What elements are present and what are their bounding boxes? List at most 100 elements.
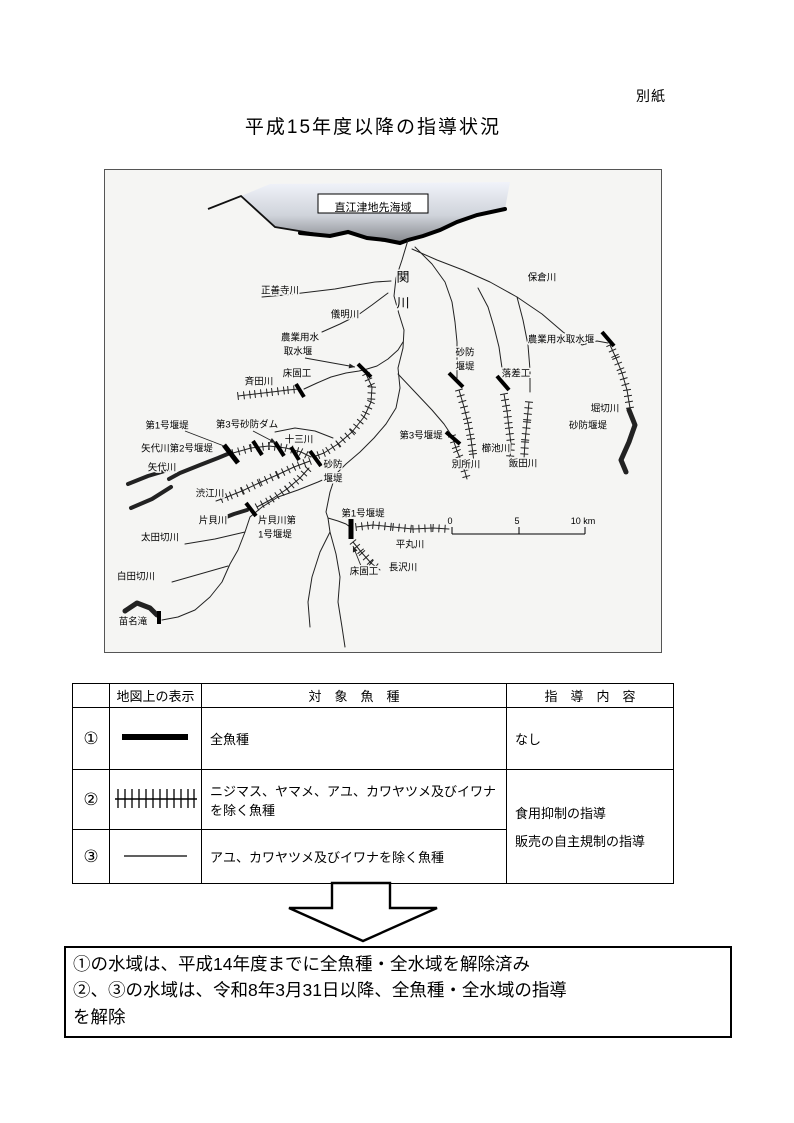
river-thick [122,600,160,618]
hatch-tick [274,471,280,479]
hatch-tick [453,448,461,454]
map-label-saboR: 砂防堰堤 [569,420,608,432]
hatch-tick [456,394,465,398]
thick-line-symbol [109,707,202,770]
river-thick [219,508,249,521]
map-label-shibue: 渋江川 [196,488,225,500]
attachment-tag: 別紙 [636,88,666,104]
hatch-tick [259,500,265,508]
hatch-tick [248,390,251,399]
hatch-tick [237,391,239,401]
hatch-tick [619,377,628,381]
hatch-tick [523,419,532,421]
river [161,473,337,621]
river-hatched [237,388,300,397]
map-label-sea: 直江津地先海域 [335,200,412,214]
row1-species: 全魚種 [201,707,507,770]
hatch-tick [362,554,370,561]
hatch-tick [398,523,400,532]
dam-marker [244,501,258,518]
hatch-tick [372,520,374,530]
hatch-tick [521,439,530,441]
hatch-tick [366,521,369,530]
river-thick [167,451,232,481]
map-label-shozenji: 正善寺川 [261,285,299,297]
hatch-tick [459,405,469,409]
map-label-hokura: 保倉川 [528,272,557,284]
river-hatched [523,401,530,460]
hatch-tick [608,348,617,353]
hatch-tick [300,470,308,477]
hatch-tick [378,521,380,530]
hatch-tick [364,377,373,382]
sea-label-box [317,193,429,214]
hatch-tick [304,450,309,459]
hatch-tick [304,466,312,473]
hatch-tick [524,407,533,409]
hatch-tick [245,484,251,492]
hatch-tick [360,522,363,531]
map-label-tokokoB: 床固工 [350,566,379,578]
hatch-tick [466,433,475,437]
hatch-tick [624,400,634,403]
hatch-tick [618,371,626,375]
leader-arrowhead [269,438,276,443]
legend-row-3: ③ アユ、カワヤツメ及びイワナを除く魚種 [72,829,674,884]
hatch-tick [296,461,301,470]
hatch-tick [367,382,375,388]
hatch-tick [502,404,511,408]
leader-arrowhead [352,546,358,553]
hatch-tick [506,443,516,445]
hatched-line-symbol [109,769,202,830]
river [171,565,229,583]
hatch-tick [469,459,478,461]
merged-guidance-cell: 食用抑制の指導 販売の自主規制の指導 [506,769,674,884]
hatch-tick [357,548,365,555]
hatch-tick [287,385,289,395]
hatch-tick [616,367,625,372]
hatch-tick [282,386,285,395]
hatch-tick [254,389,256,399]
hatch-tick [288,481,295,489]
hatch-tick [455,388,463,392]
hatch-tick [499,392,509,396]
map-label-agriL1: 農業用水 [281,332,320,344]
dam-marker [251,439,264,457]
hatch-tick [368,559,374,567]
hatch-tick [293,385,295,394]
map-label-agriR: 農業用水取水堰 [528,334,595,346]
river [261,280,392,298]
hatch-tick [349,539,357,545]
hatch-tick [234,489,239,498]
map-label-yashiro2: 矢代川第2号堰堤 [141,443,213,455]
hatch-tick [501,398,510,402]
map-label-seki2: 川 [396,295,409,310]
hatch-tick [279,488,285,496]
hatch-tick [302,459,307,468]
river-thick [618,407,638,475]
legend-row-2: ② ニジマス、ヤマメ、アユ、カワヤツメ及びイワナを除く魚種 食用抑制の指 [72,769,674,884]
hatch-tick [243,445,247,454]
page-title: 平成15年度以降の指導状況 [244,117,502,138]
hatch-tick [251,481,256,490]
river-hatched [355,524,450,530]
hatch-tick [280,468,286,476]
scale-label: 5 [514,516,519,526]
hatch-tick [465,427,474,431]
hatch-tick [339,436,346,444]
hatch-tick [276,387,279,396]
note-line-2: ②、③の水域は、令和8年3月31日以降、全魚種・全水域の指導 [73,980,567,1001]
hatch-tick [523,413,532,415]
hatch-tick [506,438,515,441]
scale-label: 10 km [571,516,596,526]
dam-marker [356,362,373,379]
hatch-tick [504,427,514,429]
dam-marker [495,374,511,392]
map-label-bessho: 別所川 [452,460,481,471]
scale-label: 0 [447,516,452,526]
header-blank [72,683,110,708]
hatch-tick [460,469,469,473]
hatch-tick [392,522,394,532]
